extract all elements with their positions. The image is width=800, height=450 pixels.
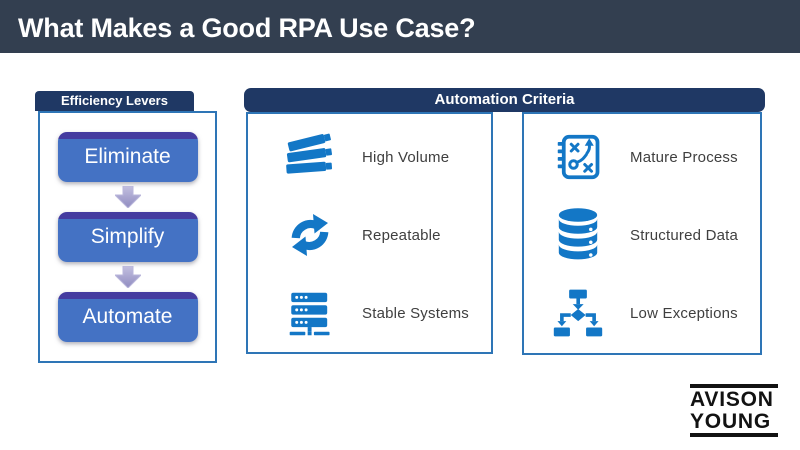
down-arrow-icon — [114, 266, 141, 288]
step-eliminate-label: Eliminate — [84, 145, 171, 168]
criteria-label: Low Exceptions — [630, 304, 738, 322]
criteria-label: Mature Process — [630, 148, 738, 166]
automation-criteria-header: Automation Criteria — [244, 88, 765, 112]
logo-bottom-bar — [690, 433, 778, 437]
criteria-panel-left: High Volume Repeatable — [246, 112, 493, 354]
sync-arrows-icon — [282, 205, 338, 265]
avison-young-logo: AVISON YOUNG — [690, 384, 778, 437]
criteria-label: Structured Data — [630, 226, 739, 244]
step-automate: Automate — [57, 292, 198, 342]
step-simplify: Simplify — [57, 212, 198, 262]
database-icon — [550, 205, 606, 265]
criteria-panel-right: Mature Process Structured Data — [522, 112, 762, 355]
logo-top-bar — [690, 384, 778, 388]
server-rack-icon — [282, 283, 338, 343]
criteria-label: High Volume — [362, 148, 450, 166]
step-eliminate: Eliminate — [57, 132, 198, 182]
process-playbook-icon — [550, 127, 606, 187]
books-icon — [282, 127, 338, 187]
criteria-row-stable-systems: Stable Systems — [282, 274, 491, 352]
efficiency-levers-panel: Eliminate Simplify Automate — [38, 111, 217, 363]
criteria-row-low-exceptions: Low Exceptions — [550, 274, 760, 352]
logo-line1: AVISON — [690, 388, 774, 411]
down-arrow-icon — [114, 186, 141, 208]
step-simplify-label: Simplify — [90, 225, 165, 248]
criteria-label: Stable Systems — [362, 304, 470, 322]
criteria-row-structured-data: Structured Data — [550, 196, 760, 274]
efficiency-levers-header: Efficiency Levers — [35, 91, 194, 111]
title-bar: What Makes a Good RPA Use Case? — [0, 0, 800, 53]
page-title: What Makes a Good RPA Use Case? — [18, 13, 476, 43]
flowchart-icon — [550, 283, 606, 343]
criteria-row-repeatable: Repeatable — [282, 196, 491, 274]
logo-line2: YOUNG — [690, 410, 772, 433]
criteria-label: Repeatable — [362, 226, 441, 244]
criteria-row-high-volume: High Volume — [282, 118, 491, 196]
step-automate-label: Automate — [82, 305, 173, 328]
criteria-row-mature-process: Mature Process — [550, 118, 760, 196]
